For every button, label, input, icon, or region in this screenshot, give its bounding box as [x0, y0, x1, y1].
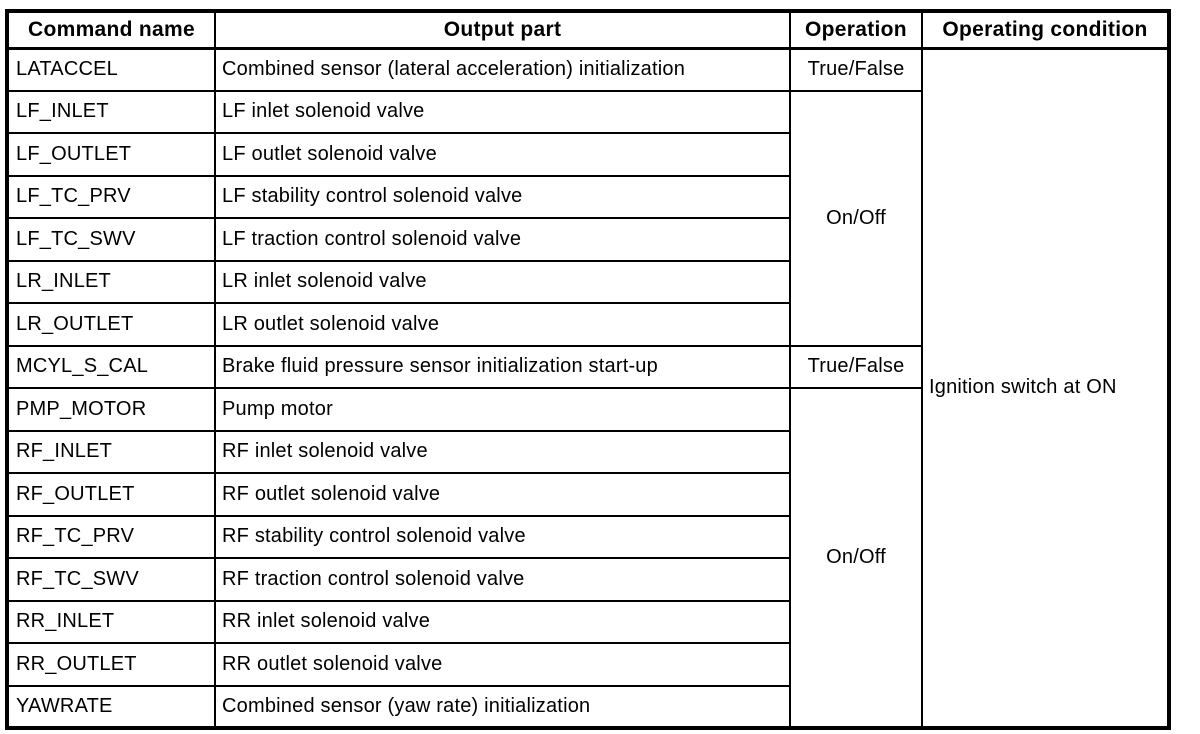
operation-cell: True/False: [789, 47, 923, 92]
command-name-cell: YAWRATE: [6, 684, 216, 729]
table-row: YAWRATE Combined sensor (yaw rate) initi…: [6, 684, 1169, 729]
output-part-cell: Pump motor: [214, 387, 791, 432]
command-name-cell: RF_INLET: [6, 429, 216, 474]
command-name-cell: LF_INLET: [6, 89, 216, 134]
command-name-cell: LR_INLET: [6, 259, 216, 304]
command-name-cell: RR_OUTLET: [6, 642, 216, 687]
output-part-cell: Combined sensor (yaw rate) initializatio…: [214, 684, 791, 729]
table-row: RR_INLET RR inlet solenoid valve: [6, 599, 1169, 644]
table-row: LR_INLET LR inlet solenoid valve: [6, 259, 1169, 304]
header-command-name: Command name: [6, 10, 216, 50]
output-part-cell: RF outlet solenoid valve: [214, 472, 791, 517]
output-part-cell: RF stability control solenoid valve: [214, 514, 791, 559]
command-name-cell: RF_OUTLET: [6, 472, 216, 517]
command-name-cell: PMP_MOTOR: [6, 387, 216, 432]
command-name-cell: RR_INLET: [6, 599, 216, 644]
output-part-cell: LF stability control solenoid valve: [214, 174, 791, 219]
command-name-cell: LF_TC_SWV: [6, 217, 216, 262]
table-row: LR_OUTLET LR outlet solenoid valve: [6, 302, 1169, 347]
operation-cell: On/Off: [789, 89, 923, 347]
output-part-cell: RF inlet solenoid valve: [214, 429, 791, 474]
output-part-cell: RF traction control solenoid valve: [214, 557, 791, 602]
output-part-cell: LF traction control solenoid valve: [214, 217, 791, 262]
command-name-cell: LR_OUTLET: [6, 302, 216, 347]
table-row: RF_TC_PRV RF stability control solenoid …: [6, 514, 1169, 559]
table-row: PMP_MOTOR Pump motor On/Off: [6, 387, 1169, 729]
table-row: LF_TC_SWV LF traction control solenoid v…: [6, 217, 1169, 262]
table-row: RF_TC_SWV RF traction control solenoid v…: [6, 557, 1169, 602]
table-row: MCYL_S_CAL Brake fluid pressure sensor i…: [6, 344, 1169, 389]
output-part-cell: Brake fluid pressure sensor initializati…: [214, 344, 791, 389]
table-row: LF_OUTLET LF outlet solenoid valve: [6, 132, 1169, 177]
table-row: LF_INLET LF inlet solenoid valve On/Off: [6, 89, 1169, 347]
table-row: RF_INLET RF inlet solenoid valve: [6, 429, 1169, 474]
output-part-cell: LR inlet solenoid valve: [214, 259, 791, 304]
output-part-cell: RR inlet solenoid valve: [214, 599, 791, 644]
header-operating-condition: Operating condition: [921, 10, 1170, 50]
command-name-cell: LATACCEL: [6, 47, 216, 92]
command-name-cell: LF_TC_PRV: [6, 174, 216, 219]
output-part-cell: LF inlet solenoid valve: [214, 89, 791, 134]
active-test-command-table: Command name Output part Operation Opera…: [5, 9, 1171, 730]
output-part-cell: RR outlet solenoid valve: [214, 642, 791, 687]
command-name-cell: RF_TC_PRV: [6, 514, 216, 559]
header-row: Command name Output part Operation Opera…: [6, 10, 1170, 50]
table-row: RR_OUTLET RR outlet solenoid valve: [6, 642, 1169, 687]
table-row: RF_OUTLET RF outlet solenoid valve: [6, 472, 1169, 517]
table-row: LF_TC_PRV LF stability control solenoid …: [6, 174, 1169, 219]
operation-cell: On/Off: [789, 387, 923, 729]
command-name-cell: MCYL_S_CAL: [6, 344, 216, 389]
output-part-cell: Combined sensor (lateral acceleration) i…: [214, 47, 791, 92]
header-operation: Operation: [789, 10, 923, 50]
command-name-cell: RF_TC_SWV: [6, 557, 216, 602]
operating-condition-cell: Ignition switch at ON: [921, 47, 1170, 729]
table-row: LATACCEL Combined sensor (lateral accele…: [6, 47, 1170, 729]
header-output-part: Output part: [214, 10, 791, 50]
command-name-cell: LF_OUTLET: [6, 132, 216, 177]
operation-cell: True/False: [789, 344, 923, 389]
output-part-cell: LF outlet solenoid valve: [214, 132, 791, 177]
output-part-cell: LR outlet solenoid valve: [214, 302, 791, 347]
